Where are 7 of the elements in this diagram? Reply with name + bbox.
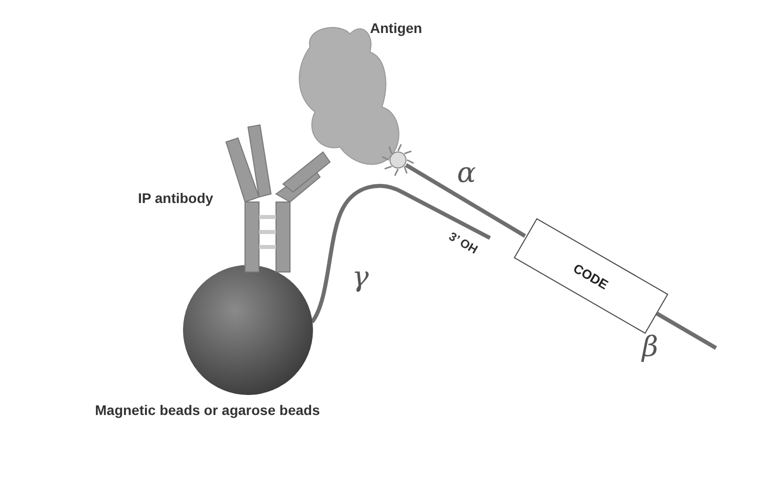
part-label: IP antibody (138, 190, 214, 206)
part-label: Antigen (370, 20, 422, 36)
strand-line (655, 311, 717, 350)
part-label: Magnetic beads or agarose beads (95, 402, 320, 418)
end-label: 3’ OH (446, 229, 480, 257)
strand-line (404, 163, 526, 238)
strand-line (310, 184, 491, 324)
